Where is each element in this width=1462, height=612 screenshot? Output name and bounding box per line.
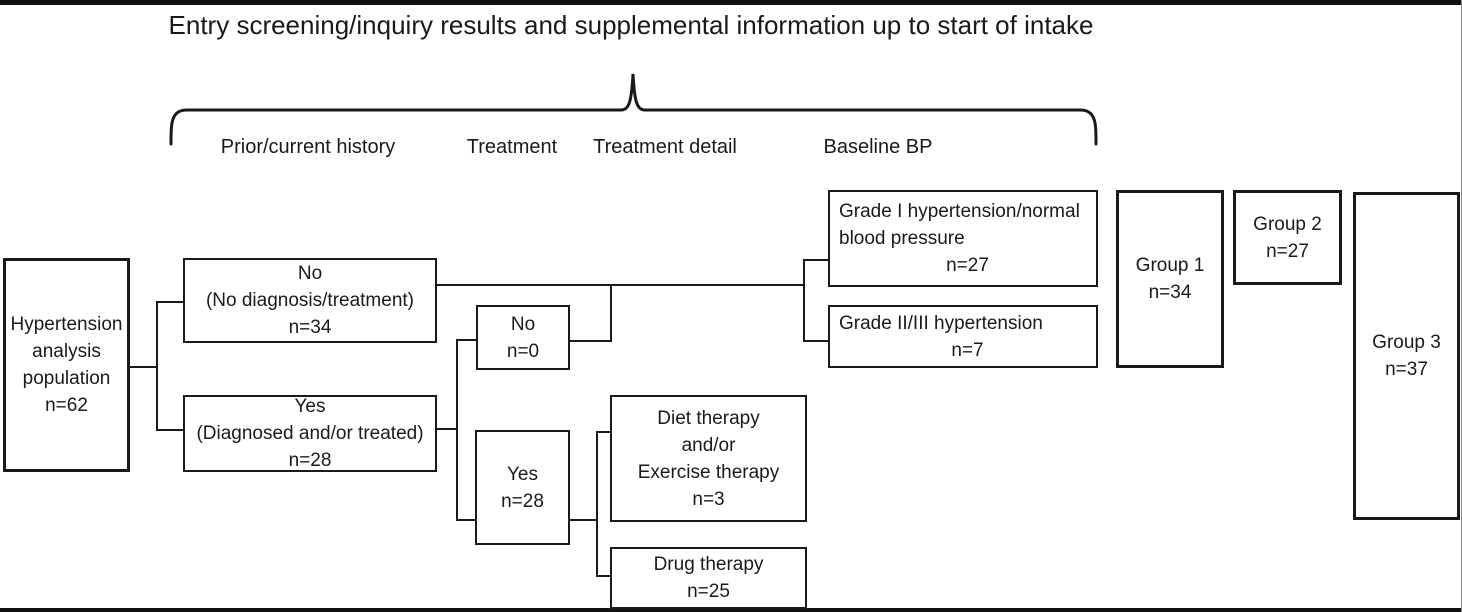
node-count: n=25 [687, 581, 730, 602]
node-label: Yes [294, 396, 326, 417]
connector [456, 519, 475, 521]
node-count: n=37 [1385, 359, 1428, 380]
connector [596, 431, 610, 433]
connector [610, 284, 612, 342]
node-label: Group 1 [1135, 255, 1205, 276]
node-count: n=3 [692, 488, 725, 510]
node-label: Group 2 [1253, 213, 1322, 235]
connector [156, 301, 183, 303]
connector [570, 519, 598, 521]
node-count: n=27 [1266, 240, 1309, 262]
connector [803, 259, 805, 342]
node-label: Grade II/III hypertension [839, 312, 1043, 334]
node-count: n=62 [45, 395, 88, 416]
node-label: analysis [32, 341, 101, 362]
node-detail-drug: Drug therapy n=25 [610, 547, 807, 609]
node-label: Drug therapy [653, 554, 764, 575]
connector [156, 429, 183, 431]
column-label-history: Prior/current history [220, 136, 396, 158]
node-bp-grade23: Grade II/III hypertension n=7 [828, 305, 1098, 368]
node-count: n=28 [288, 450, 332, 471]
node-label: Yes [507, 463, 538, 485]
node-count: n=27 [946, 255, 989, 276]
node-label: blood pressure [839, 228, 965, 249]
connector [803, 340, 828, 342]
connector [596, 431, 598, 577]
connector [130, 366, 158, 368]
top-border [0, 0, 1461, 5]
column-label-baseline-bp: Baseline BP [823, 136, 933, 158]
node-group1: Group 1 n=34 [1116, 190, 1224, 368]
connector [596, 575, 610, 577]
node-history-no: No (No diagnosis/treatment) n=34 [183, 258, 437, 343]
node-label: Hypertension [10, 314, 123, 335]
node-label: population [22, 368, 111, 389]
brace-icon [169, 73, 1098, 146]
node-population: Hypertension analysis population n=62 [3, 258, 130, 472]
node-treatment-no: No n=0 [476, 305, 570, 370]
node-count: n=28 [501, 490, 544, 512]
connector [456, 339, 476, 341]
node-sublabel: (Diagnosed and/or treated) [196, 423, 424, 444]
node-count: n=7 [951, 339, 984, 361]
node-treatment-yes: Yes n=28 [475, 430, 570, 545]
node-sublabel: (No diagnosis/treatment) [205, 290, 415, 311]
node-label: Exercise therapy [637, 461, 780, 483]
node-history-yes: Yes (Diagnosed and/or treated) n=28 [183, 395, 437, 472]
connector [803, 259, 828, 261]
node-group2: Group 2 n=27 [1233, 190, 1342, 285]
node-detail-diet: Diet therapy and/or Exercise therapy n=3 [610, 395, 807, 522]
node-group3: Group 3 n=37 [1353, 192, 1460, 520]
node-count: n=34 [288, 317, 332, 338]
node-label: and/or [681, 434, 736, 456]
node-bp-grade1: Grade I hypertension/normal blood pressu… [828, 190, 1098, 287]
node-count: n=34 [1148, 282, 1192, 303]
column-label-treatment: Treatment [466, 136, 558, 158]
connector [437, 284, 805, 286]
node-count: n=0 [506, 340, 540, 362]
connector [156, 301, 158, 431]
node-label: Grade I hypertension/normal [839, 201, 1080, 222]
node-label: Diet therapy [657, 407, 760, 429]
node-label: No [297, 263, 323, 284]
node-label: No [510, 313, 536, 335]
node-label: Group 3 [1372, 332, 1441, 353]
connector [437, 428, 458, 430]
column-label-treatment-detail: Treatment detail [593, 136, 737, 158]
bottom-border [0, 608, 1461, 612]
page-title: Entry screening/inquiry results and supp… [168, 10, 1094, 40]
connector [456, 339, 458, 521]
connector [570, 340, 612, 342]
